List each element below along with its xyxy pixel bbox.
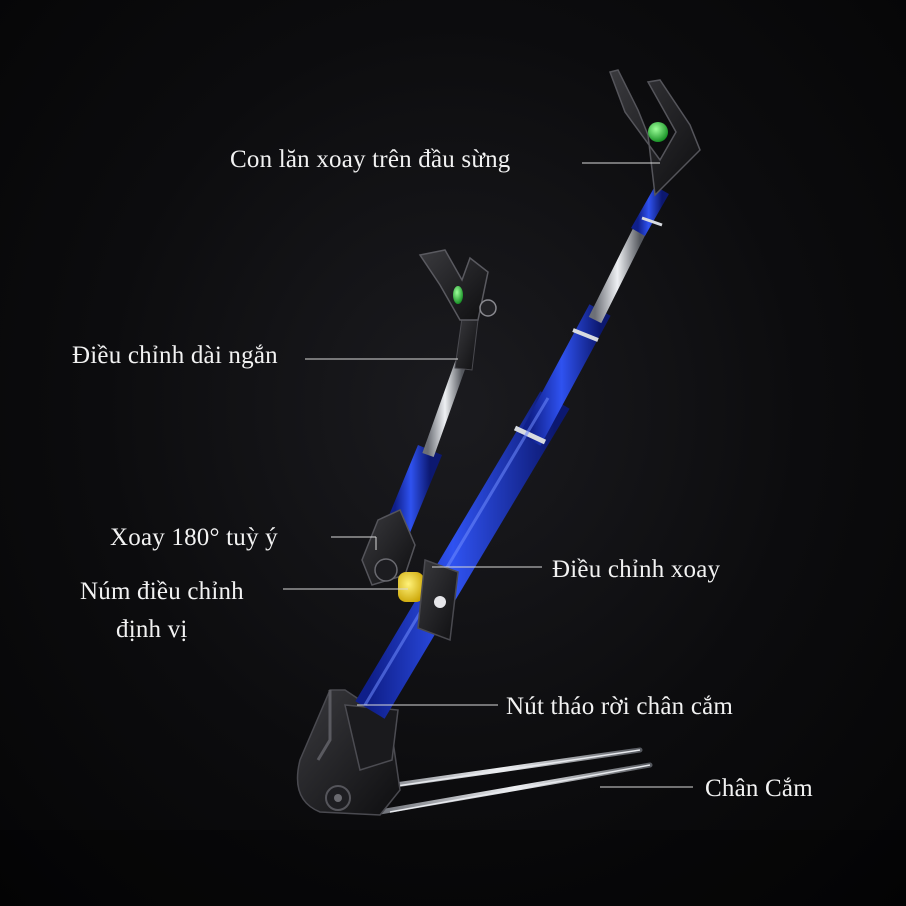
leader-lines bbox=[283, 162, 693, 788]
label-knob-line1: Núm điều chỉnh bbox=[80, 578, 244, 605]
label-length-adjust: Điều chỉnh dài ngắn bbox=[72, 342, 278, 369]
label-rotation-adjust: Điều chỉnh xoay bbox=[552, 556, 721, 583]
label-release-button: Nút tháo rời chân cắm bbox=[506, 693, 734, 720]
main-rod-rest bbox=[609, 69, 701, 197]
label-rotate-180: Xoay 180° tuỳ ý bbox=[110, 524, 278, 551]
swivel-joint bbox=[361, 509, 459, 642]
base-clamp bbox=[296, 689, 401, 816]
label-knob-line2: định vị bbox=[116, 616, 188, 643]
label-roller: Con lăn xoay trên đầu sừng bbox=[230, 146, 511, 173]
main-pole bbox=[355, 186, 669, 719]
label-ground-spike: Chân Cắm bbox=[705, 775, 813, 802]
ground-spikes bbox=[357, 747, 653, 815]
